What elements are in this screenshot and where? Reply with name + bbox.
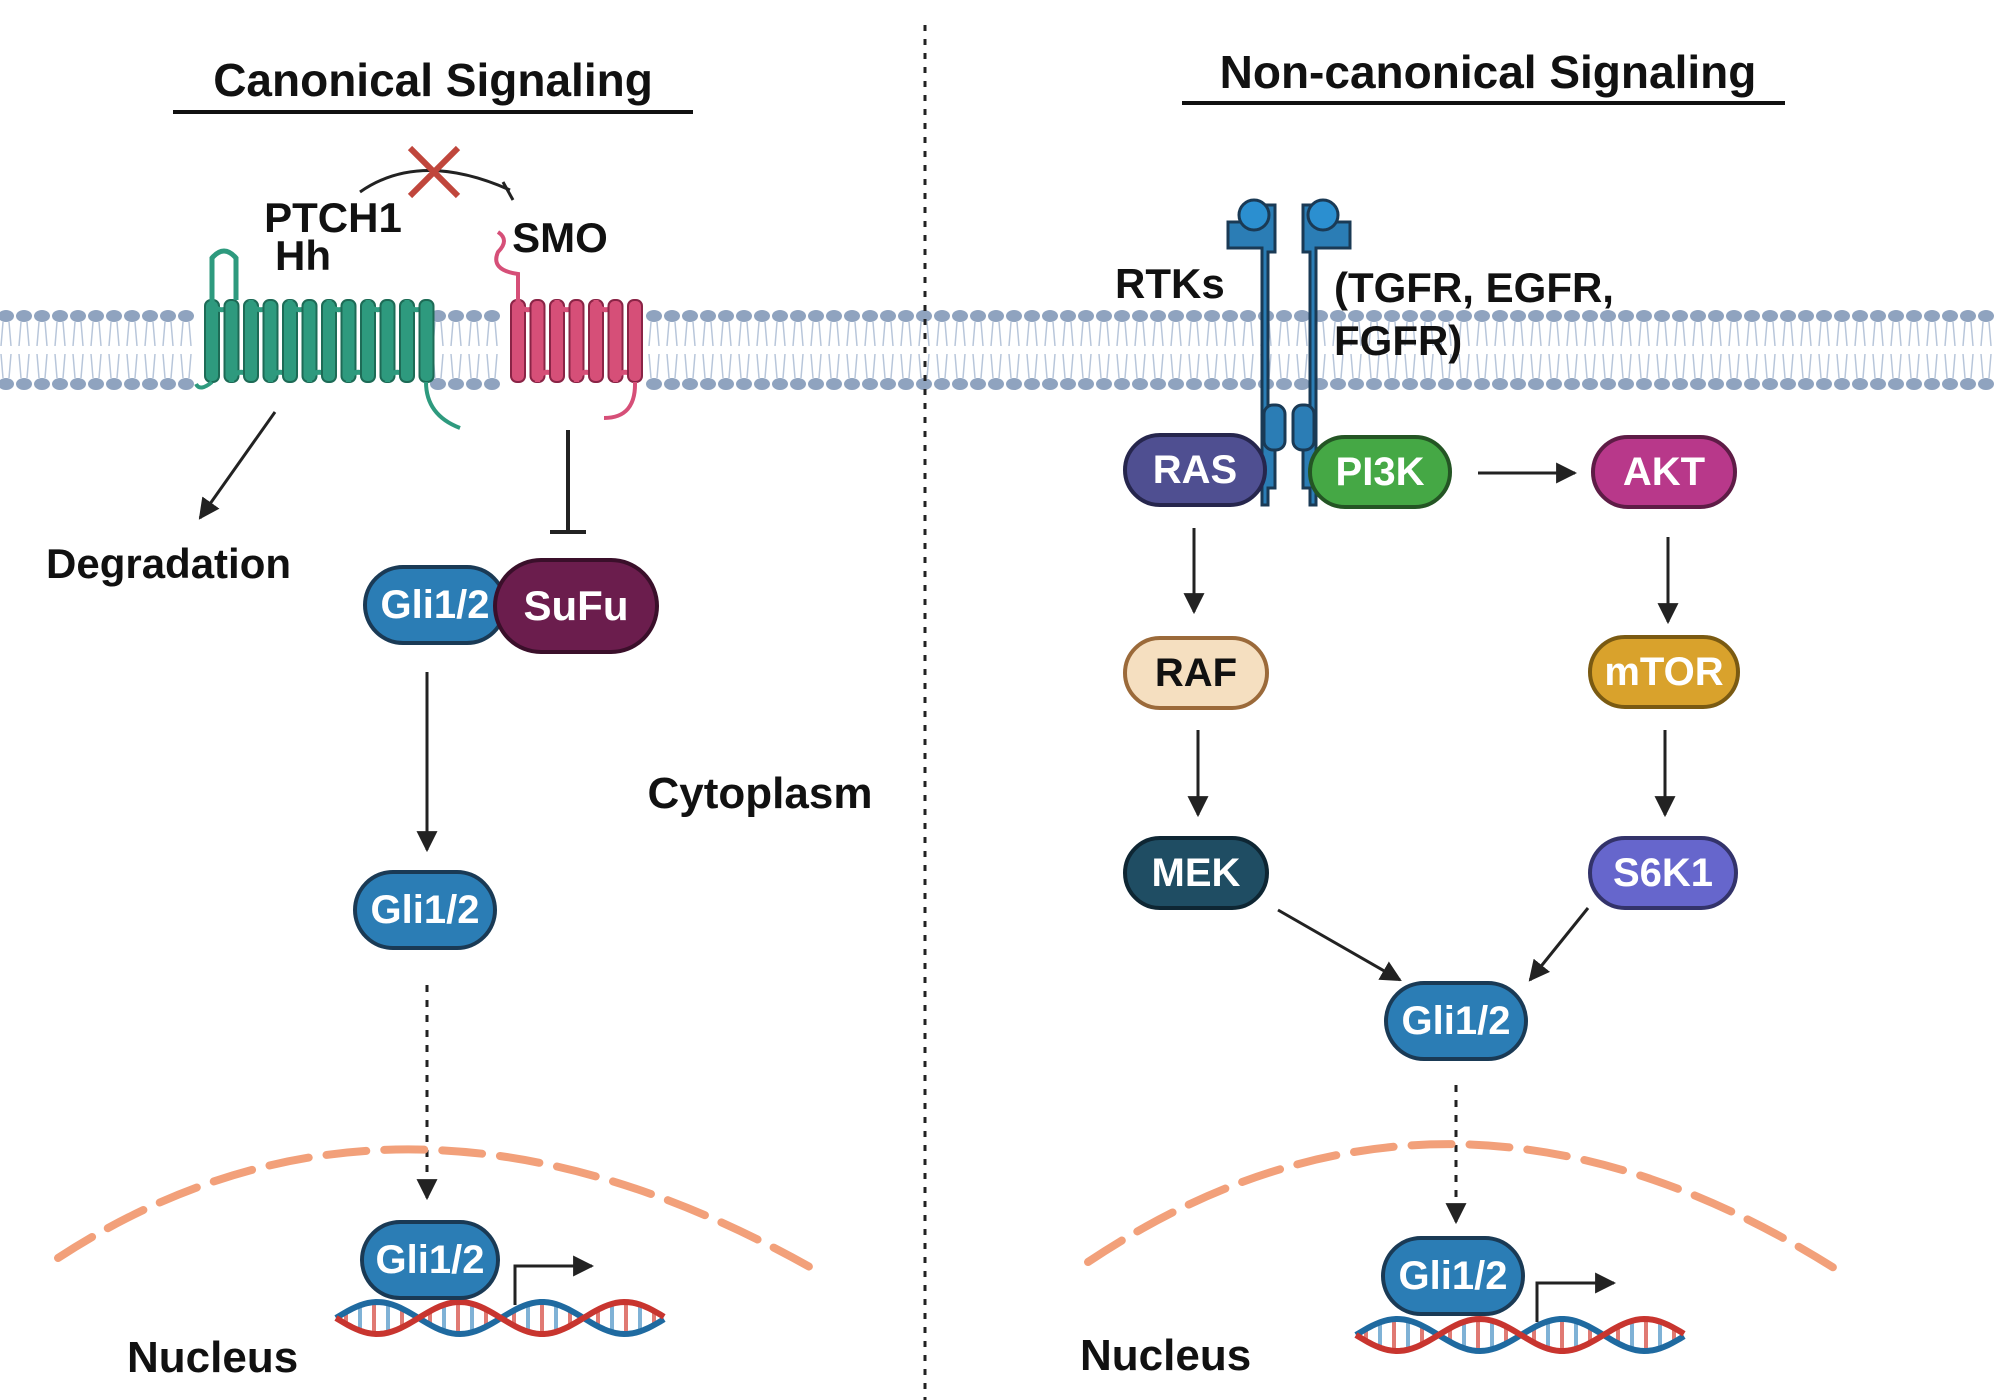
rtk-examples-line1: (TGFR, EGFR, (1334, 264, 1614, 311)
sufu-node-label: SuFu (524, 582, 629, 629)
degradation-label: Degradation (46, 540, 291, 587)
ptch1-receptor-icon (194, 248, 461, 430)
left-panel-title: Canonical Signaling (213, 54, 653, 106)
s6k1-node (1588, 836, 1738, 910)
ptch1-smo-inhibition (359, 169, 515, 201)
smo-label: SMO (512, 214, 608, 261)
cell-membrane (0, 310, 1994, 390)
rtks-label: RTKs (1115, 260, 1225, 307)
rtk-receptor-icon (1226, 198, 1352, 507)
dna-right-icon (1354, 1315, 1686, 1355)
akt-node (1591, 435, 1737, 509)
transcription-arrow-right (1535, 1272, 1617, 1322)
mtor-node (1588, 635, 1740, 709)
nuclear-envelope-right (1084, 1140, 1849, 1279)
hh-label: Hh (275, 232, 331, 279)
gli-nucleus-label: Gli1/2 (376, 1238, 485, 1282)
raf-label: RAF (1155, 651, 1237, 695)
s6k1-label: S6K1 (1613, 851, 1713, 895)
gli-node-label: Gli1/2 (381, 583, 490, 627)
ras-label: RAS (1153, 448, 1237, 492)
right-panel-title: Non-canonical Signaling (1220, 46, 1757, 98)
gli-right-nucleus-node (1381, 1236, 1525, 1316)
degradation-arrow (198, 411, 277, 520)
mek-label: MEK (1152, 851, 1241, 895)
sufu-node (493, 558, 659, 654)
blocked-x-icon (407, 145, 461, 199)
pi3k-label: PI3K (1336, 450, 1425, 494)
mek-node (1123, 836, 1269, 910)
gli-cytoplasm-label: Gli1/2 (371, 888, 480, 932)
ras-node (1123, 433, 1267, 507)
nucleus-label-right: Nucleus (1080, 1331, 1251, 1380)
gli-right-cytoplasm-node (1384, 981, 1528, 1061)
gli-right-nucleus-label: Gli1/2 (1399, 1254, 1508, 1298)
gli-nucleus-node (360, 1220, 500, 1300)
gli-cytoplasm-node (353, 870, 497, 950)
rtk-examples-line2: FGFR) (1334, 317, 1462, 364)
mtor-label: mTOR (1604, 650, 1723, 694)
akt-label: AKT (1623, 450, 1705, 494)
s6k1-gli-arrow (1528, 907, 1590, 982)
cytoplasm-label: Cytoplasm (648, 769, 873, 818)
dna-left-icon (334, 1298, 666, 1338)
nuclear-envelope-left (54, 1145, 819, 1274)
gli-right-cytoplasm-label: Gli1/2 (1402, 999, 1511, 1043)
raf-node (1123, 636, 1269, 710)
gli-sufu-complex: Gli1/2 SuFu (363, 558, 659, 654)
ptch1-label: PTCH1 (264, 194, 402, 241)
pi3k-node (1308, 435, 1452, 509)
mek-gli-arrow (1277, 908, 1402, 982)
smo-sufu-inhibition (550, 430, 586, 534)
nucleus-label-left: Nucleus (127, 1333, 298, 1382)
transcription-arrow-left (513, 1255, 595, 1305)
smo-receptor-icon (494, 230, 643, 420)
